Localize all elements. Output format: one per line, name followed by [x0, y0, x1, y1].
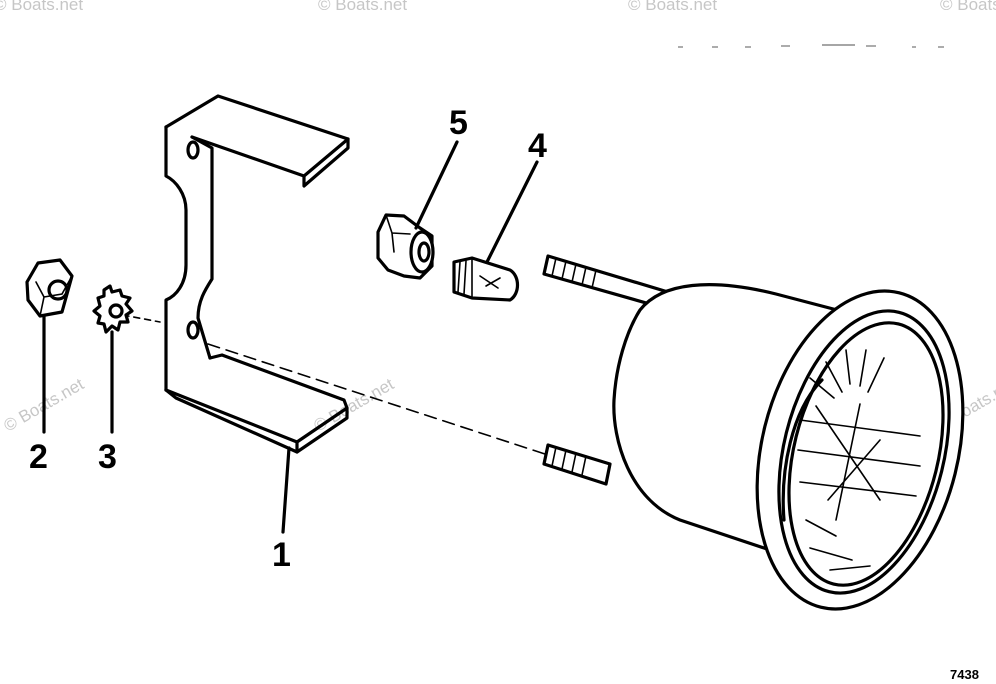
watermark-center: © Boats.net — [311, 374, 398, 435]
nut — [25, 258, 74, 318]
leader-4 — [485, 160, 539, 264]
bracket — [164, 94, 350, 454]
watermark-top-far-right: © Boats.net — [940, 0, 996, 14]
callout-3: 3 — [98, 438, 117, 476]
callouts: 1 2 3 4 5 — [29, 104, 547, 574]
watermark-top-left: © Boats.net — [0, 0, 83, 14]
faint-marks — [678, 44, 944, 48]
callout-5: 5 — [449, 104, 468, 142]
watermark-top-right: © Boats.net — [628, 0, 717, 14]
assembly-lines — [122, 314, 549, 456]
socket — [376, 213, 435, 280]
leader-5 — [414, 140, 459, 230]
watermark-top-mid: © Boats.net — [318, 0, 407, 14]
gauge — [542, 254, 965, 611]
callout-2: 2 — [29, 438, 48, 476]
callout-4: 4 — [528, 127, 547, 165]
lock-washer — [92, 284, 134, 334]
callout-1: 1 — [272, 536, 291, 574]
leader-1 — [281, 446, 291, 534]
drawing-number: 7438 — [950, 667, 979, 682]
leader-lines — [42, 140, 539, 534]
bulb — [452, 256, 520, 302]
